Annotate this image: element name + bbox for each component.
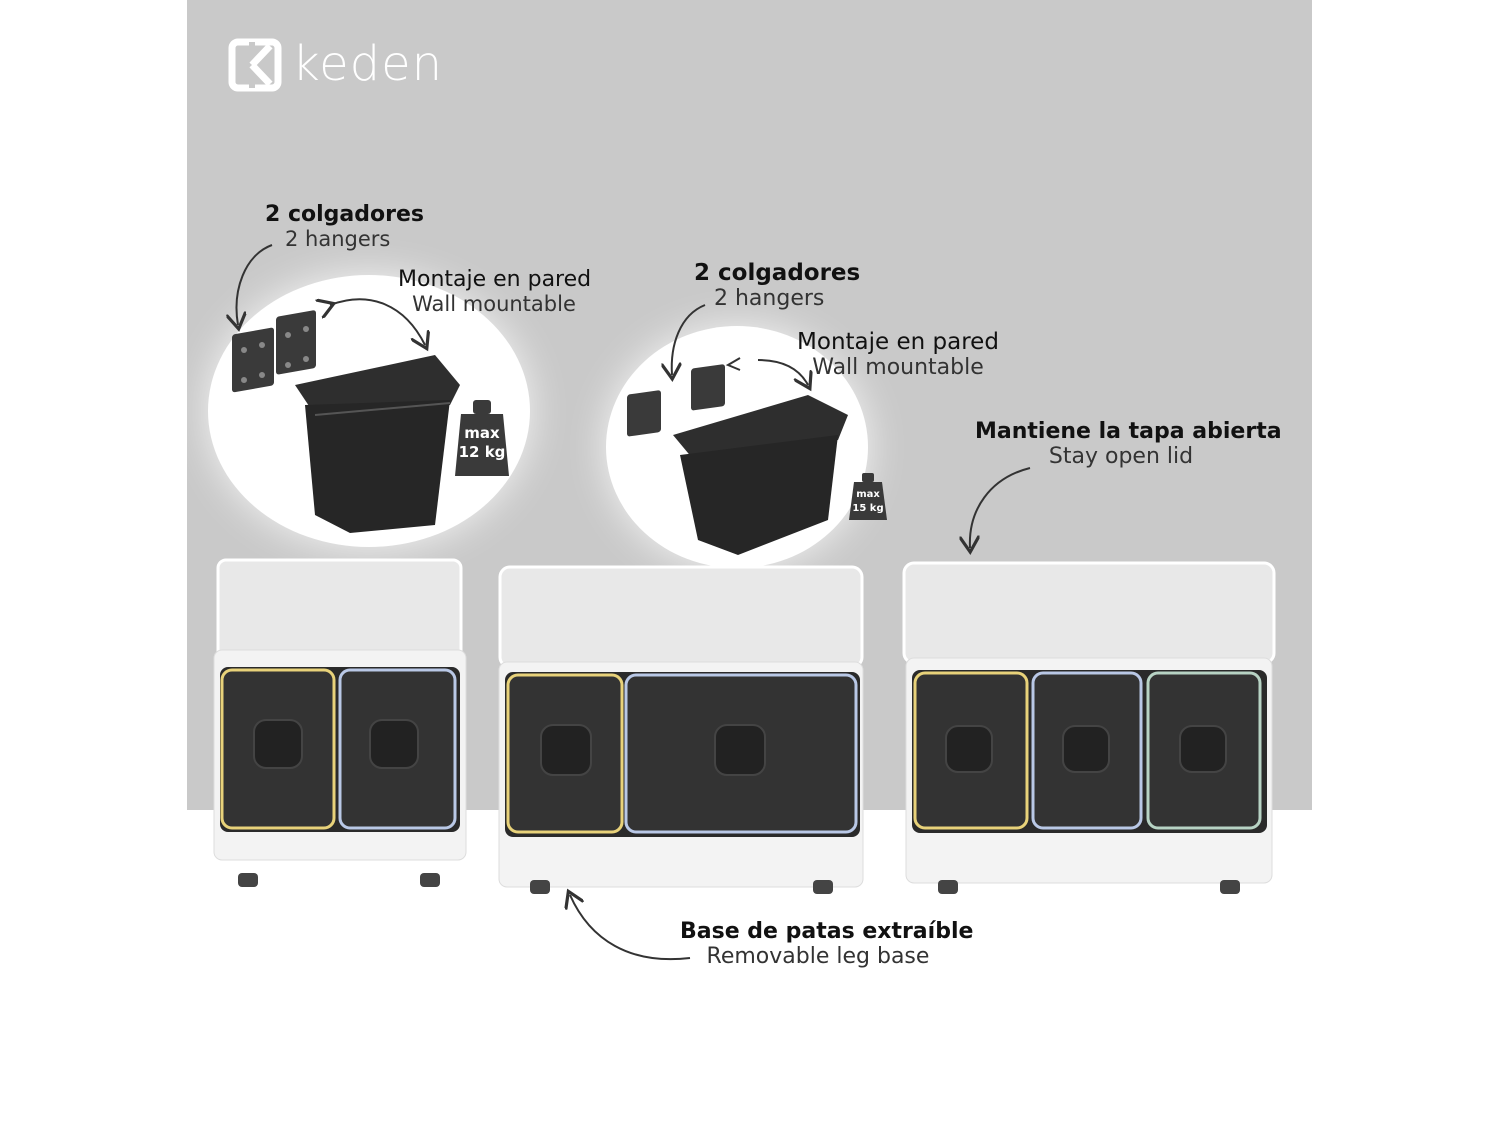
leg-base-en: Removable leg base <box>706 944 930 969</box>
wall-en: Wall mountable <box>412 292 576 316</box>
wall-bin-left <box>295 355 460 533</box>
weight-badge-left: max 12 kg <box>453 424 511 462</box>
keden-logo-icon <box>228 38 282 92</box>
bin-two-compartments <box>213 558 467 887</box>
weight-max-label: max <box>464 424 500 442</box>
hangers-es: 2 colgadores <box>694 260 861 286</box>
weight-value: 12 kg <box>458 443 506 461</box>
brand-name: keden <box>292 36 444 92</box>
wall-es: Montaje en pared <box>398 267 592 292</box>
weight-badge-mid: max 15 kg <box>848 488 888 516</box>
hangers-label-left: 2 colgadores 2 hangers <box>265 202 424 251</box>
weight-value: 15 kg <box>852 503 884 514</box>
bin-wide-two-compartments <box>498 565 864 894</box>
wall-label-left: Montaje en pared Wall mountable <box>398 267 592 316</box>
leg-base-label: Base de patas extraíble Removable leg ba… <box>680 919 974 969</box>
stay-open-es: Mantiene la tapa abierta <box>975 419 1282 444</box>
hangers-en: 2 hangers <box>285 227 391 251</box>
stay-open-label: Mantiene la tapa abierta Stay open lid <box>975 419 1282 469</box>
weight-icon <box>849 473 887 520</box>
wall-label-mid: Montaje en pared Wall mountable <box>796 329 1000 380</box>
hangers-en: 2 hangers <box>714 286 825 311</box>
hanger-plates-left <box>232 310 316 393</box>
weight-max-label: max <box>856 489 880 500</box>
hanger-plates-mid <box>627 364 725 437</box>
stay-open-en: Stay open lid <box>1048 444 1194 469</box>
bin-three-compartments <box>902 561 1276 894</box>
brand-logo: keden <box>228 36 444 92</box>
wall-es: Montaje en pared <box>797 329 999 355</box>
leg-base-es: Base de patas extraíble <box>680 919 974 944</box>
weight-icon <box>455 400 509 476</box>
hangers-es: 2 colgadores <box>265 202 424 227</box>
wall-en: Wall mountable <box>812 355 984 380</box>
wall-bin-mid <box>673 395 848 555</box>
hangers-label-mid: 2 colgadores 2 hangers <box>694 260 861 311</box>
